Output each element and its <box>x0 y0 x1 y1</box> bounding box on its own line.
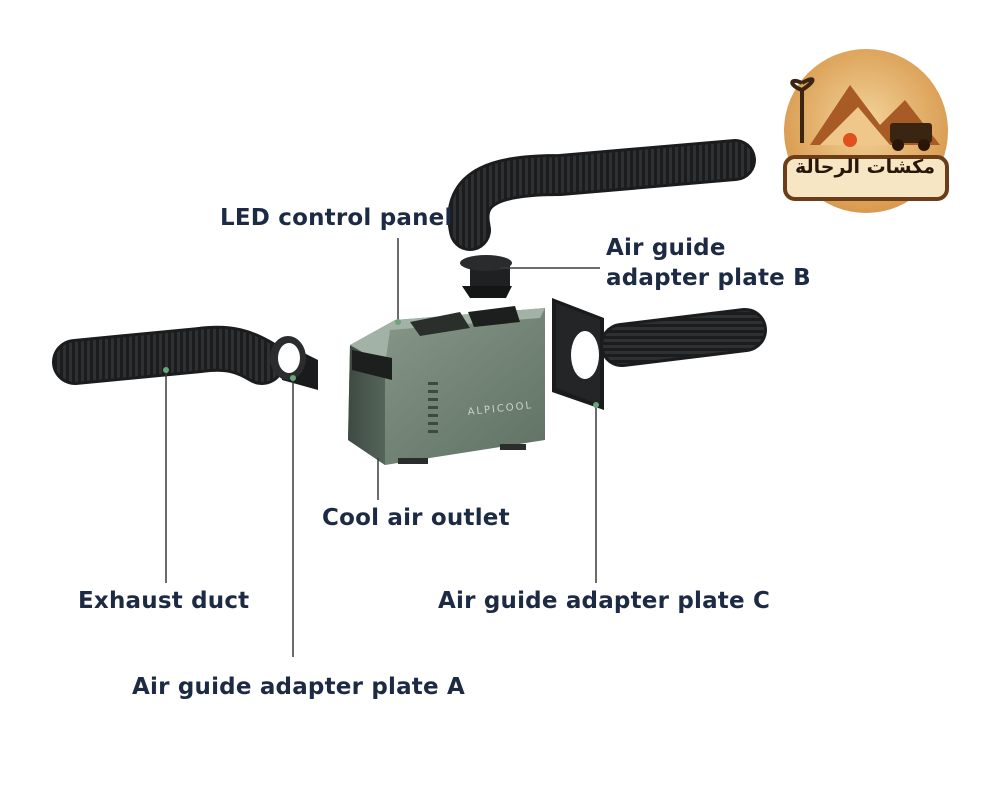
exhaust-duct <box>75 349 262 362</box>
label-exhaust-duct: Exhaust duct <box>78 586 249 616</box>
air-conditioner-unit: ALPICOOL <box>348 306 545 465</box>
top-duct <box>468 160 735 230</box>
adapter-plate-b <box>460 255 512 298</box>
label-led-control-panel: LED control panel <box>220 203 453 233</box>
label-cool-air-outlet: Cool air outlet <box>322 503 510 533</box>
brand-logo <box>780 45 952 217</box>
right-duct <box>622 330 745 345</box>
adapter-plate-a <box>270 336 318 390</box>
label-adapter-plate-a: Air guide adapter plate A <box>132 672 465 702</box>
logo-text: مكشات الرحالة <box>779 156 951 178</box>
label-adapter-plate-c: Air guide adapter plate C <box>438 586 770 616</box>
adapter-plate-c <box>552 298 604 410</box>
label-adapter-plate-b: Air guide adapter plate B <box>606 233 826 293</box>
